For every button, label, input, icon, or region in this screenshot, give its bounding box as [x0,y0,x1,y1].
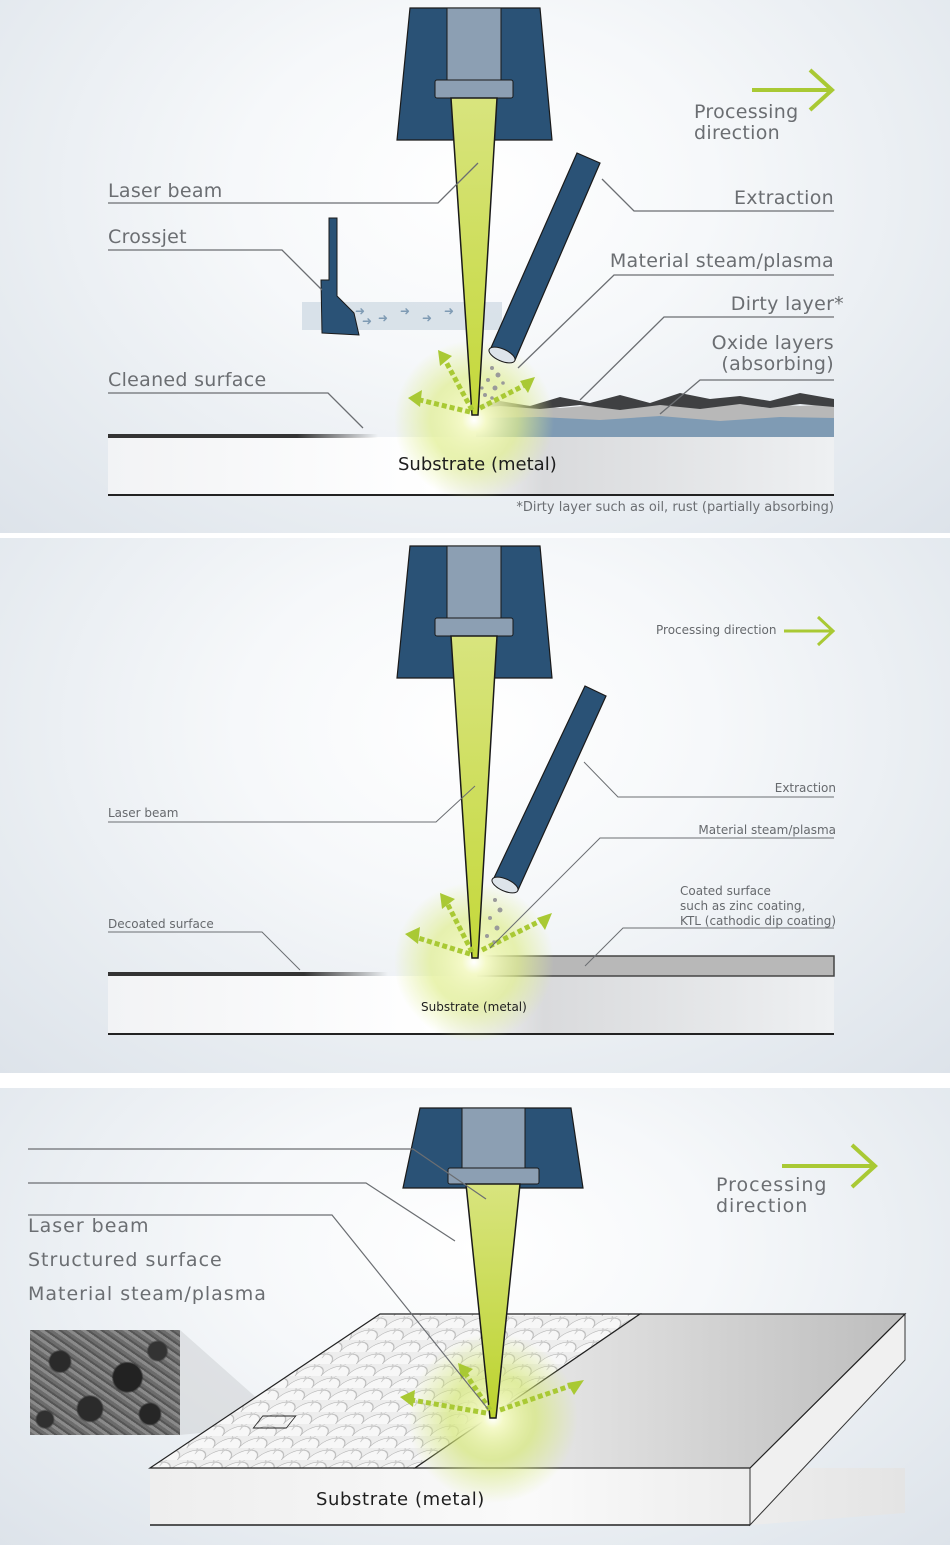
processing-direction-arrow-icon [782,1143,878,1189]
sem-micrograph-image [30,1330,180,1435]
label-decoated-surface: Decoated surface [108,917,214,931]
label-laser-beam: Laser beam [28,1215,150,1237]
label-processing-direction: Processing direction [694,101,799,144]
panel-cleaning: ➜➜➜ ➜➜➜ [0,0,950,533]
svg-text:➜: ➜ [400,304,410,318]
processing-direction-arrow-icon [784,615,836,647]
crossjet-nozzle-icon [320,217,360,336]
label-material-steam: Material steam/plasma [609,250,834,272]
label-structured-surface: Structured surface [28,1249,223,1271]
decoating-diagram [108,545,836,1042]
laser-glow [394,882,554,1042]
label-processing-direction: Processing direction [716,1174,828,1217]
svg-text:➜: ➜ [444,304,454,318]
label-oxide-layers: Oxide layers (absorbing) [711,332,834,375]
laser-glow [394,340,554,500]
label-dirty-layer: Dirty layer* [730,293,844,315]
leader-lines [108,162,834,429]
sem-sample-marker [252,1415,297,1429]
panel-decoating: Processing direction Extraction Laser be… [0,538,950,1073]
laser-beam-shape [450,97,498,416]
structuring-diagram [28,1107,907,1527]
panel-structuring: Processing direction Laser beam Structur… [0,1088,950,1545]
emission-arrows [419,358,527,415]
label-laser-beam: Laser beam [108,806,179,820]
label-laser-beam: Laser beam [108,180,223,202]
crossjet-arrows: ➜➜➜ ➜➜➜ [355,304,454,328]
svg-text:➜: ➜ [355,304,365,318]
decoated-surface-line [108,972,388,976]
processing-direction-arrow-icon [752,68,835,112]
label-material-steam: Material steam/plasma [28,1283,267,1305]
emission-arrows [411,1371,571,1416]
extraction-tube-icon [492,685,607,891]
label-extraction: Extraction [734,187,834,209]
svg-text:➜: ➜ [378,311,388,325]
leader-lines [108,761,834,971]
emission-arrows [417,901,542,957]
substrate-front-face [150,1468,905,1525]
cleaned-surface-line [108,434,378,438]
label-crossjet: Crossjet [108,226,187,248]
svg-text:➜: ➜ [422,311,432,325]
label-substrate: Substrate (metal) [398,454,557,475]
label-substrate: Substrate (metal) [316,1489,485,1510]
laser-beam-shape [465,1183,521,1419]
svg-text:➜: ➜ [362,314,372,328]
particles [480,366,505,400]
extraction-tube-icon [489,152,601,361]
dirty-layer [476,393,834,410]
label-material-steam: Material steam/plasma [698,823,836,837]
leader-lines [28,1148,489,1410]
label-cleaned-surface: Cleaned surface [108,369,267,391]
label-coated-surface: Coated surface such as zinc coating, KTL… [680,884,837,928]
cleaning-diagram: ➜➜➜ ➜➜➜ [108,7,835,500]
footnote: *Dirty layer such as oil, rust (partiall… [516,500,834,515]
laser-beam-shape [450,635,498,959]
label-extraction: Extraction [774,781,836,795]
label-substrate: Substrate (metal) [421,1000,527,1014]
label-processing-direction: Processing direction [656,623,777,637]
